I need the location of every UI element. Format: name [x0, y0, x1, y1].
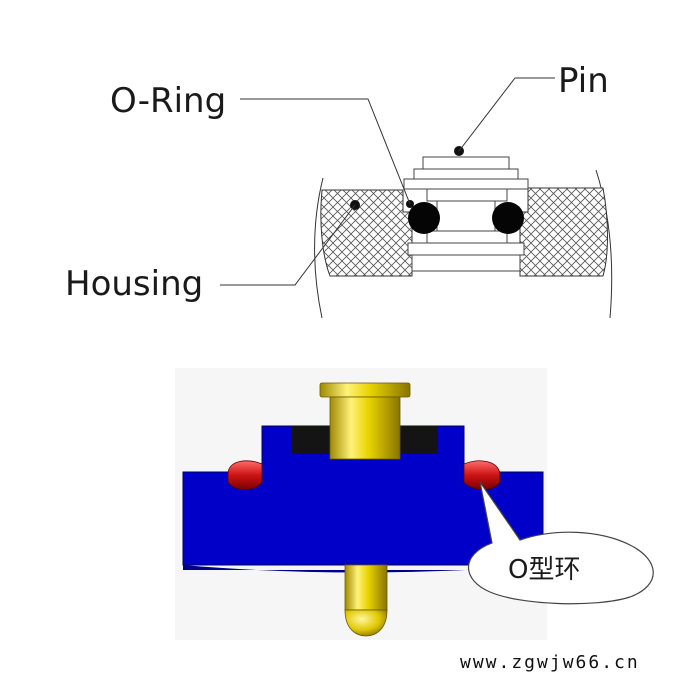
o-ring-leader-line [240, 98, 411, 205]
top-cross-section-diagram: O-Ring Pin Housing [65, 61, 613, 319]
top-pin [403, 156, 529, 272]
pin-tip [344, 609, 388, 637]
watermark-url: www.zgwjw66.cn [460, 652, 640, 673]
housing-label: Housing [65, 264, 203, 304]
housing-outline-right [595, 169, 613, 319]
pin-head [319, 382, 411, 398]
o-ring-callout-bubble [467, 481, 654, 605]
pin-leader-line [458, 77, 555, 152]
insulator-left [292, 426, 330, 454]
o-ring-left [408, 202, 440, 234]
bottom-3d-cross-section: O型环 [175, 368, 654, 640]
o-ring-label: O-Ring [110, 81, 226, 121]
housing-bottom-edge [183, 565, 543, 573]
pin-shaft-upper [329, 396, 401, 460]
o-ring-callout-label: O型环 [508, 555, 580, 585]
pin-shaft-lower [344, 564, 388, 611]
o-ring-right [492, 202, 524, 234]
housing-outline-left [314, 177, 324, 319]
o-ring-red-left [227, 460, 263, 490]
pin-label: Pin [558, 61, 609, 101]
o-ring-red-right [463, 460, 501, 490]
insulator-right [396, 426, 438, 454]
housing-right-hatch [519, 187, 608, 277]
housing-leader-line [220, 204, 356, 286]
